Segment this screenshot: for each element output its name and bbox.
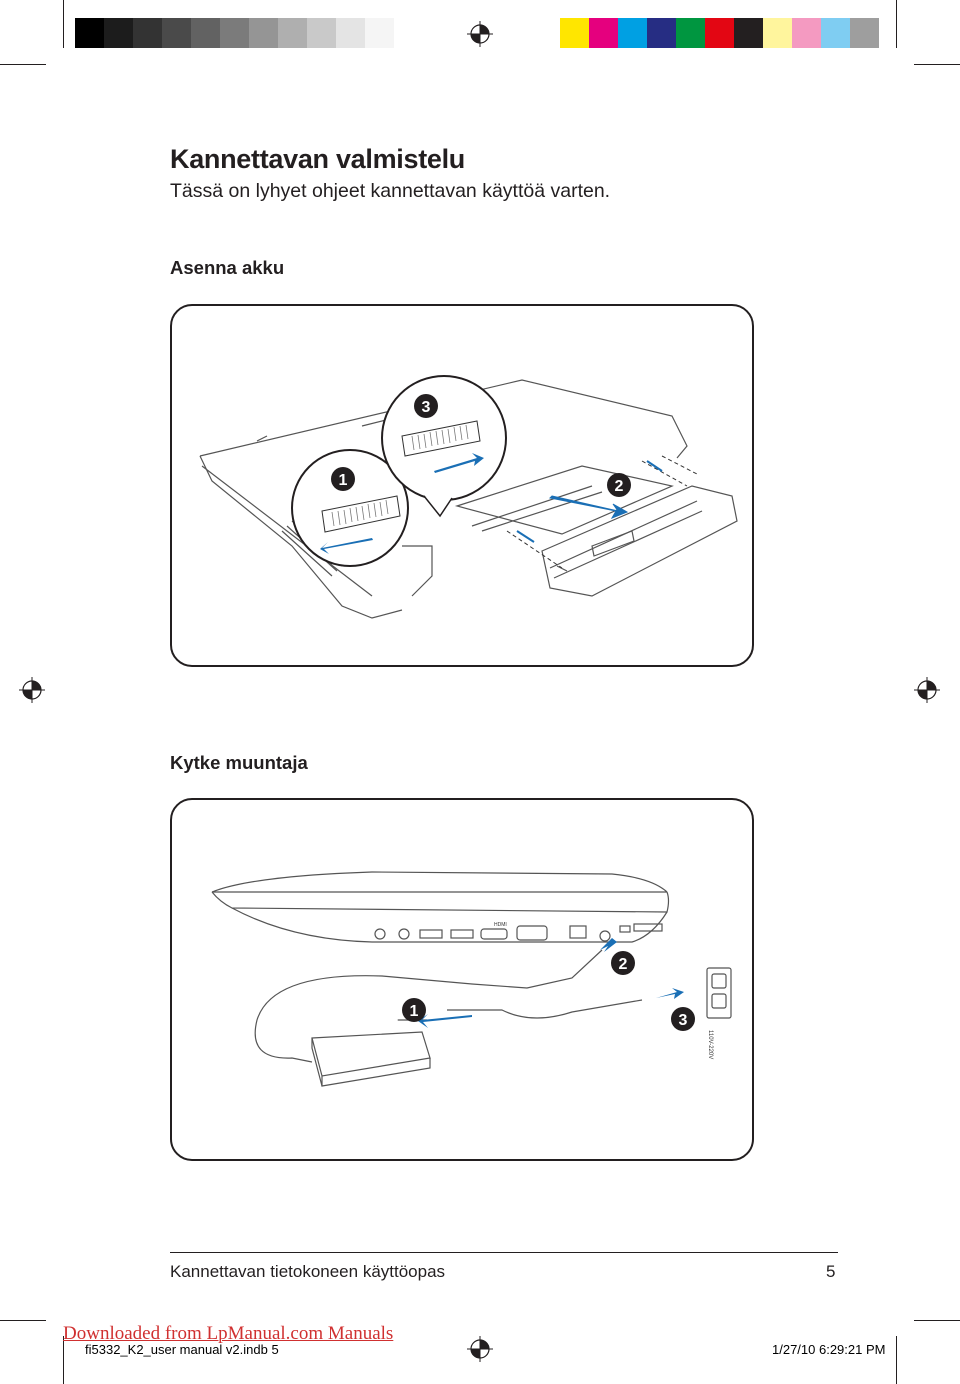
color-swatch (647, 18, 676, 48)
color-swatch (560, 18, 589, 48)
color-swatch (763, 18, 792, 48)
color-swatch (705, 18, 734, 48)
svg-text:2: 2 (619, 956, 628, 973)
color-swatch (734, 18, 763, 48)
gray-swatch (133, 18, 162, 48)
svg-text:1: 1 (410, 1003, 419, 1020)
footer-manual-title: Kannettavan tietokoneen käyttöopas (170, 1262, 446, 1281)
svg-text:1: 1 (339, 472, 348, 489)
battery-install-figure: 1 3 2 (170, 304, 754, 667)
svg-text:3: 3 (422, 399, 431, 416)
step-1-badge: 1 (402, 998, 426, 1022)
svg-text:3: 3 (679, 1012, 688, 1029)
gray-swatch (336, 18, 365, 48)
page-number: 5 (826, 1262, 836, 1281)
gray-swatch (162, 18, 191, 48)
section-heading-battery: Asenna akku (170, 257, 285, 278)
color-swatch (850, 18, 879, 48)
section-heading-adapter: Kytke muuntaja (170, 752, 308, 773)
page-title: Kannettavan valmistelu (170, 144, 466, 174)
step-3-badge: 3 (671, 1007, 695, 1031)
registration-target-icon (467, 21, 493, 47)
gray-swatch (249, 18, 278, 48)
file-slug: fi5332_K2_user manual v2.indb 5 (85, 1342, 279, 1357)
print-timestamp: 1/27/10 6:29:21 PM (772, 1342, 886, 1357)
gray-swatch (365, 18, 394, 48)
step-2-badge: 2 (607, 473, 631, 497)
color-swatch (676, 18, 705, 48)
step-1-badge: 1 (331, 467, 355, 491)
grayscale-calibration-bar (75, 18, 394, 48)
registration-target-icon (914, 677, 940, 703)
footer-rule (170, 1252, 838, 1253)
svg-text:110V-220V: 110V-220V (707, 1030, 713, 1059)
battery-install-illustration: 1 3 2 (199, 375, 738, 619)
color-swatch (821, 18, 850, 48)
page-subtitle: Tässä on lyhyet ohjeet kannettavan käytt… (170, 180, 611, 202)
gray-swatch (220, 18, 249, 48)
download-source-link[interactable]: Downloaded from LpManual.com Manuals (63, 1323, 394, 1344)
gray-swatch (191, 18, 220, 48)
svg-text:HDMI: HDMI (494, 922, 507, 928)
svg-text:2: 2 (615, 478, 624, 495)
step-2-badge: 2 (611, 951, 635, 975)
color-swatch (589, 18, 618, 48)
gray-swatch (278, 18, 307, 48)
gray-swatch (104, 18, 133, 48)
color-swatch (792, 18, 821, 48)
gray-swatch (75, 18, 104, 48)
registration-target-icon (467, 1336, 493, 1362)
adapter-connect-illustration: HDMI 110V-220V 1 2 3 (211, 871, 732, 1087)
step-3-badge: 3 (414, 394, 438, 418)
color-swatch (618, 18, 647, 48)
adapter-connect-figure: HDMI 110V-220V 1 2 3 (170, 798, 754, 1161)
process-color-calibration-bar (560, 18, 879, 48)
registration-target-icon (19, 677, 45, 703)
gray-swatch (307, 18, 336, 48)
